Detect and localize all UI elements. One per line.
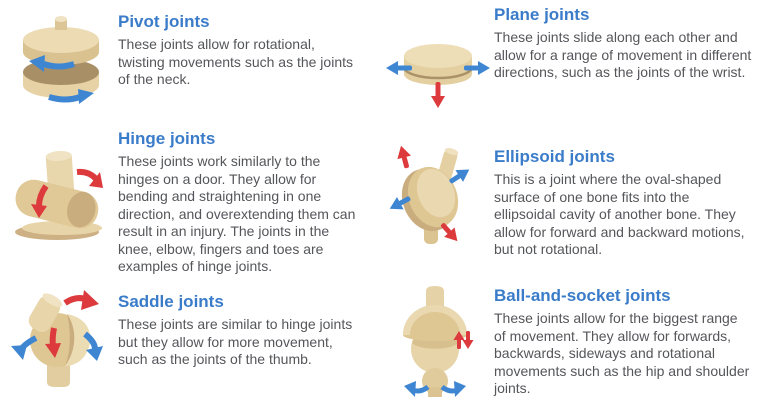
section-description: These joints allow for the biggest range… bbox=[494, 310, 750, 396]
tilt-right-arrow-icon bbox=[63, 290, 99, 310]
section-hinge-joints: Hinge joints These joints work similarly… bbox=[0, 126, 384, 280]
ellipsoid-joint-icon bbox=[384, 138, 492, 252]
ellipsoid-joint-illustration bbox=[389, 145, 470, 244]
section-pivot-joints: Pivot joints These joints allow for rota… bbox=[0, 0, 384, 126]
slide-left-arrow-icon bbox=[386, 61, 412, 75]
pivot-joint-icon bbox=[10, 8, 112, 104]
overextend-arrow-icon bbox=[76, 168, 103, 188]
swing-left-arrow-icon bbox=[11, 335, 38, 360]
rotate-right-arrow-icon bbox=[440, 381, 466, 397]
section-description: This is a joint where the oval-shaped su… bbox=[494, 171, 745, 257]
section-title: Ball-and-socket joints bbox=[494, 286, 671, 305]
forward-arrow-icon bbox=[397, 145, 411, 169]
section-description: These joints are similar to hinge joints… bbox=[118, 316, 353, 367]
up-arrow-icon bbox=[453, 331, 465, 349]
backward-arrow-icon bbox=[440, 223, 458, 242]
hinge-joint-illustration bbox=[15, 150, 103, 240]
down-left-arrow-icon bbox=[389, 196, 411, 210]
section-title: Ellipsoid joints bbox=[494, 147, 615, 166]
hinge-joint-icon bbox=[10, 144, 112, 246]
section-description: These joints allow for rotational, twist… bbox=[118, 36, 353, 87]
ball-and-socket-illustration bbox=[403, 286, 474, 397]
section-description: These joints work similarly to the hinge… bbox=[118, 153, 356, 274]
saddle-joint-icon bbox=[10, 288, 112, 392]
section-description: These joints slide along each other and … bbox=[494, 29, 752, 80]
section-ball-and-socket-joints: Ball-and-socket joints These joints allo… bbox=[384, 280, 768, 401]
up-right-arrow-icon bbox=[449, 169, 470, 184]
section-title: Pivot joints bbox=[118, 12, 210, 31]
saddle-joint-illustration bbox=[11, 290, 103, 387]
plane-joint-illustration bbox=[386, 44, 490, 108]
section-title: Saddle joints bbox=[118, 292, 224, 311]
slide-right-arrow-icon bbox=[464, 61, 490, 75]
plane-joint-icon bbox=[384, 24, 492, 110]
section-ellipsoid-joints: Ellipsoid joints This is a joint where t… bbox=[384, 126, 768, 280]
rotate-left-arrow-icon bbox=[29, 55, 75, 72]
section-title: Hinge joints bbox=[118, 129, 216, 148]
slide-down-arrow-icon bbox=[431, 82, 445, 108]
swing-right-arrow-icon bbox=[83, 331, 103, 361]
ball-and-socket-joint-icon bbox=[384, 283, 492, 397]
bend-down-arrow-icon bbox=[31, 184, 49, 218]
section-plane-joints: Plane joints These joints slide along ea… bbox=[384, 0, 768, 126]
flex-down-arrow-icon bbox=[45, 327, 61, 358]
down-arrow-icon bbox=[462, 331, 474, 349]
rotate-right-arrow-icon bbox=[48, 89, 94, 104]
section-title: Plane joints bbox=[494, 5, 590, 24]
pivot-joint-illustration bbox=[23, 16, 99, 104]
section-saddle-joints: Saddle joints These joints are similar t… bbox=[0, 280, 384, 401]
rotate-left-arrow-icon bbox=[404, 381, 430, 397]
